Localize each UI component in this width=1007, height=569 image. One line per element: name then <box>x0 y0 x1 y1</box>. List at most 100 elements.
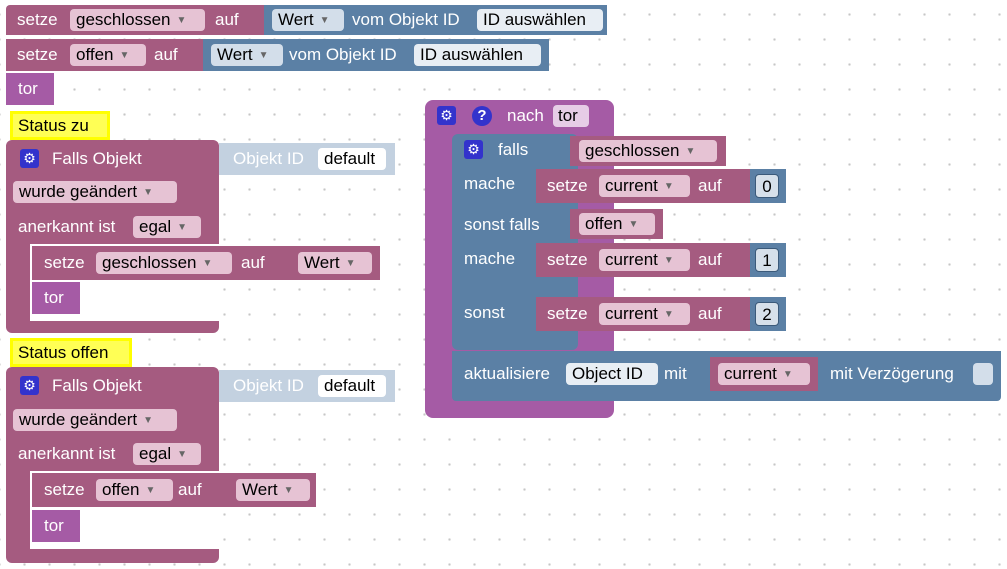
object-id-default-field[interactable]: default <box>318 148 386 170</box>
triangle-down-icon: ▼ <box>283 485 294 496</box>
attribute-dropdown[interactable]: Wert▼ <box>272 9 344 31</box>
procedure-call-tor-inner[interactable]: tor <box>32 282 80 314</box>
triangle-down-icon: ▼ <box>145 485 156 496</box>
auf-label: auf <box>698 304 722 323</box>
number-field[interactable]: 1 <box>755 248 779 272</box>
set-variable-block-geschlossen[interactable]: setze geschlossen▼ auf <box>6 5 264 35</box>
value-input-block[interactable]: Wert▼ <box>292 246 380 280</box>
value-input-block[interactable]: Wert▼ <box>230 473 316 507</box>
object-id-input-disabled[interactable]: Objekt ID default <box>219 370 395 402</box>
variable-dropdown[interactable]: current▼ <box>718 363 810 385</box>
variable-dropdown[interactable]: geschlossen▼ <box>579 140 717 162</box>
number-field[interactable]: 2 <box>755 302 779 326</box>
variable-dropdown[interactable]: current▼ <box>599 175 690 197</box>
triangle-down-icon: ▼ <box>628 219 639 230</box>
falls-objekt-label: Falls Objekt <box>52 149 142 168</box>
procedure-name-label: tor <box>18 79 38 98</box>
procedure-name-field[interactable]: tor <box>553 105 589 127</box>
falls-label: falls <box>498 140 529 159</box>
attribute-dropdown[interactable]: Wert▼ <box>211 44 283 66</box>
nach-label: nach <box>507 106 544 125</box>
ack-dropdown[interactable]: egal▼ <box>133 216 201 238</box>
set-current-1[interactable]: setze current▼ auf <box>536 243 750 277</box>
set-current-0[interactable]: setze current▼ auf <box>536 169 750 203</box>
ack-dropdown[interactable]: egal▼ <box>133 443 201 465</box>
triangle-down-icon: ▼ <box>663 181 674 192</box>
variable-dropdown[interactable]: current▼ <box>599 249 690 271</box>
procedure-call-tor-inner[interactable]: tor <box>32 510 80 542</box>
vom-objekt-id-label: vom Objekt ID <box>289 45 397 64</box>
sonst-label: sonst <box>464 303 505 322</box>
anerkannt-ist-label: anerkannt ist <box>18 217 116 236</box>
gear-icon[interactable]: ⚙ <box>464 140 483 159</box>
auf-label: auf <box>178 480 202 499</box>
triangle-down-icon: ▼ <box>663 309 674 320</box>
trigger-condition-dropdown[interactable]: wurde geändert▼ <box>13 181 177 203</box>
triangle-down-icon: ▼ <box>177 449 188 460</box>
attribute-dropdown[interactable]: Wert▼ <box>298 252 372 274</box>
mache-label: mache <box>464 174 516 193</box>
setze-label: setze <box>44 480 85 499</box>
number-block[interactable]: 2 <box>750 297 786 331</box>
gear-icon[interactable]: ⚙ <box>20 149 39 168</box>
auf-label: auf <box>215 10 239 29</box>
gear-icon[interactable]: ⚙ <box>437 106 456 125</box>
variable-dropdown[interactable]: offen▼ <box>70 44 146 66</box>
set-variable-block-offen-inner[interactable]: setze offen▼ auf <box>32 473 230 507</box>
trigger-condition-dropdown[interactable]: wurde geändert▼ <box>13 409 177 431</box>
vom-objekt-id-label: vom Objekt ID <box>352 10 460 29</box>
value-variable-current[interactable]: current▼ <box>710 357 818 391</box>
setze-label: setze <box>17 45 58 64</box>
gear-icon[interactable]: ⚙ <box>20 376 39 395</box>
triangle-down-icon: ▼ <box>176 15 187 26</box>
triangle-down-icon: ▼ <box>663 255 674 266</box>
get-value-block[interactable]: Wert▼ vom Objekt ID ID auswählen <box>203 39 549 71</box>
procedure-call-tor[interactable]: tor <box>6 73 54 105</box>
triangle-down-icon: ▼ <box>685 146 696 157</box>
setze-label: setze <box>17 10 58 29</box>
variable-dropdown[interactable]: current▼ <box>599 303 690 325</box>
help-icon[interactable]: ? <box>472 106 492 126</box>
mit-label: mit <box>664 364 687 383</box>
object-id-default-field[interactable]: default <box>318 375 386 397</box>
triangle-down-icon: ▼ <box>782 369 793 380</box>
object-id-field[interactable]: Object ID <box>566 363 658 385</box>
condition-variable-geschlossen[interactable]: geschlossen▼ <box>570 136 726 166</box>
object-id-input-disabled[interactable]: Objekt ID default <box>219 143 395 175</box>
setze-label: setze <box>44 253 85 272</box>
object-id-field[interactable]: ID auswählen <box>414 44 541 66</box>
comment-status-zu[interactable]: Status zu <box>10 111 110 140</box>
number-field[interactable]: 0 <box>755 174 779 198</box>
variable-dropdown[interactable]: offen▼ <box>96 479 173 501</box>
objekt-id-label: Objekt ID <box>233 149 304 168</box>
get-value-block[interactable]: Wert▼ vom Objekt ID ID auswählen <box>264 5 607 35</box>
set-variable-block-geschlossen-inner[interactable]: setze geschlossen▼ auf <box>32 246 292 280</box>
set-variable-block-offen[interactable]: setze offen▼ auf <box>6 39 203 71</box>
comment-status-offen[interactable]: Status offen <box>10 338 132 367</box>
number-block[interactable]: 1 <box>750 243 786 277</box>
setze-label: setze <box>547 304 588 323</box>
triangle-down-icon: ▼ <box>177 222 188 233</box>
triangle-down-icon: ▼ <box>119 50 130 61</box>
delay-checkbox[interactable] <box>973 363 993 385</box>
aktualisiere-label: aktualisiere <box>464 364 550 383</box>
set-current-2[interactable]: setze current▼ auf <box>536 297 750 331</box>
triangle-down-icon: ▼ <box>143 187 154 198</box>
auf-label: auf <box>241 253 265 272</box>
variable-dropdown[interactable]: offen▼ <box>579 213 655 235</box>
triangle-down-icon: ▼ <box>319 15 330 26</box>
objekt-id-label: Objekt ID <box>233 376 304 395</box>
variable-dropdown[interactable]: geschlossen▼ <box>96 252 232 274</box>
variable-dropdown[interactable]: geschlossen▼ <box>70 9 205 31</box>
condition-variable-offen[interactable]: offen▼ <box>570 209 663 239</box>
triangle-down-icon: ▼ <box>258 50 269 61</box>
triangle-down-icon: ▼ <box>143 415 154 426</box>
procedure-name-label: tor <box>44 516 64 535</box>
auf-label: auf <box>154 45 178 64</box>
number-block[interactable]: 0 <box>750 169 786 203</box>
falls-objekt-label: Falls Objekt <box>52 376 142 395</box>
triangle-down-icon: ▼ <box>202 258 213 269</box>
procedure-name-label: tor <box>44 288 64 307</box>
object-id-field[interactable]: ID auswählen <box>477 9 603 31</box>
attribute-dropdown[interactable]: Wert▼ <box>236 479 310 501</box>
